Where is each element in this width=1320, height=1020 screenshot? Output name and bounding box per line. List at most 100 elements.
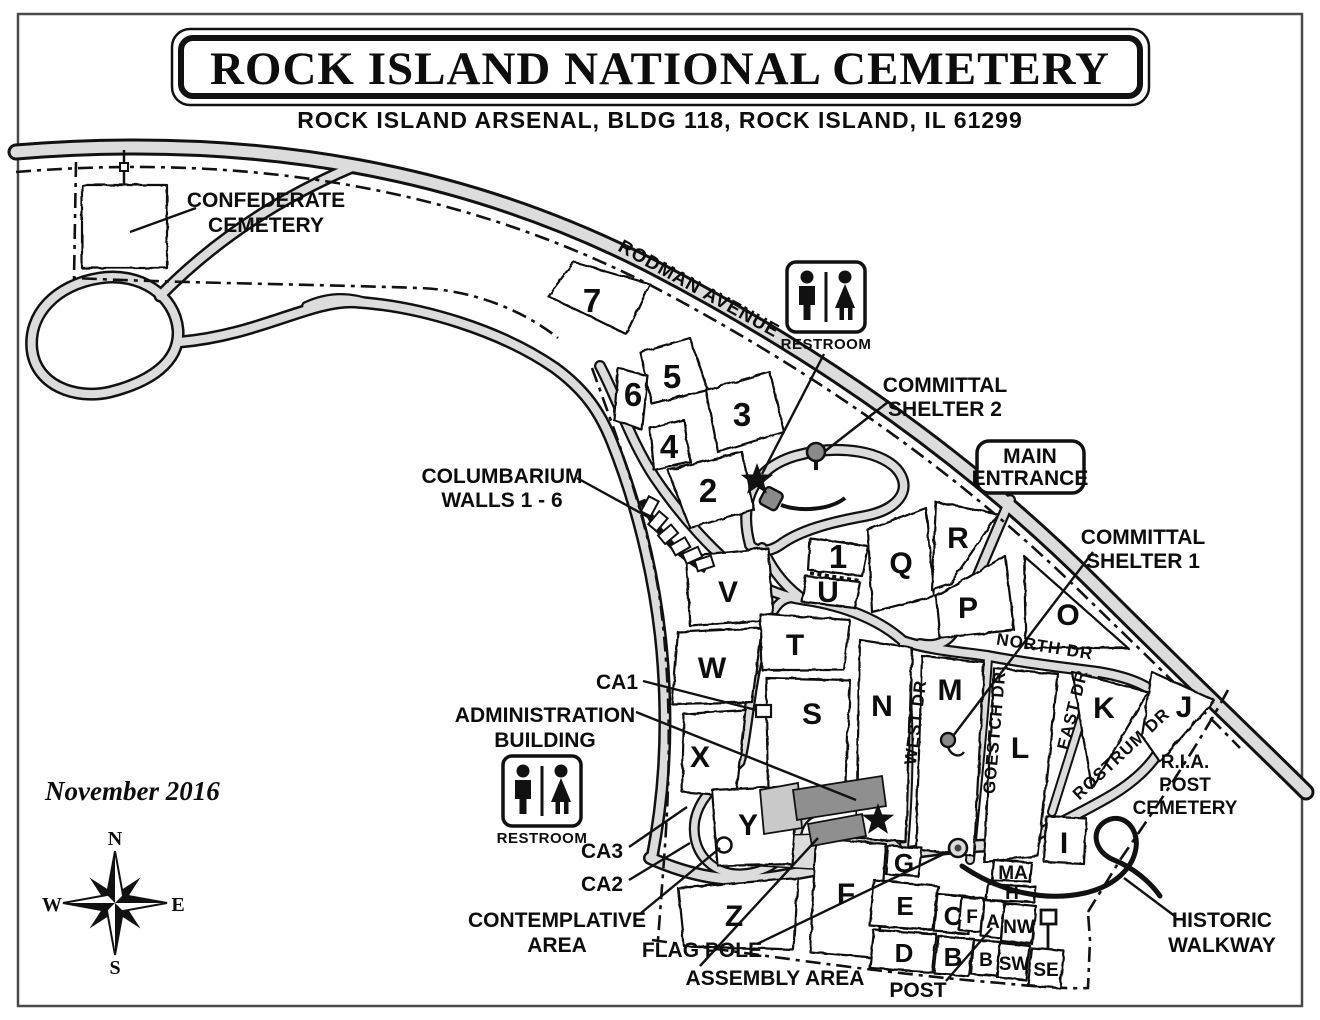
section-u[interactable] bbox=[800, 574, 862, 610]
section-7[interactable] bbox=[546, 260, 652, 336]
section-nw-post[interactable] bbox=[999, 901, 1038, 946]
label-historic-line1: HISTORIC bbox=[1172, 909, 1272, 932]
label-historic-line2: WALKWAY bbox=[1168, 934, 1276, 957]
label-ria-line2: POST bbox=[1159, 775, 1211, 796]
label-section-m: M bbox=[938, 674, 963, 707]
section-labels: 7 5 6 4 3 2 1 U Q R P O V W T S N M L K … bbox=[583, 282, 1193, 981]
label-section-r: R bbox=[947, 522, 969, 555]
title-block: ROCK ISLAND NATIONAL CEMETERY ROCK ISLAN… bbox=[170, 27, 1151, 133]
label-assembly-area: ASSEMBLY AREA bbox=[686, 967, 865, 990]
compass-west-label: W bbox=[42, 894, 62, 916]
section-q[interactable] bbox=[866, 506, 936, 614]
section-b[interactable] bbox=[932, 934, 976, 978]
label-section-u: U bbox=[817, 576, 839, 609]
flag-pole-center bbox=[954, 844, 962, 852]
leader-lines bbox=[129, 206, 1177, 982]
section-sw-post[interactable] bbox=[995, 941, 1032, 982]
label-main-entrance-line1: MAIN bbox=[1003, 445, 1057, 468]
label-section-t: T bbox=[786, 629, 804, 662]
columbarium-walls[interactable] bbox=[639, 494, 716, 573]
section-k[interactable] bbox=[1070, 670, 1150, 790]
section-o[interactable] bbox=[1022, 554, 1130, 650]
section-e[interactable] bbox=[868, 878, 940, 932]
section-z[interactable] bbox=[676, 876, 800, 952]
section-1u-divider bbox=[809, 571, 863, 583]
section-2[interactable] bbox=[666, 450, 756, 530]
section-i[interactable] bbox=[1042, 814, 1088, 866]
ca1-structure[interactable] bbox=[754, 703, 773, 719]
label-section-c: C bbox=[944, 901, 963, 931]
label-section-l: L bbox=[1011, 732, 1029, 765]
section-w[interactable] bbox=[670, 626, 764, 706]
section-r[interactable] bbox=[930, 500, 1000, 592]
admin-building-annex[interactable] bbox=[806, 812, 868, 848]
label-confederate-line1: CONFEDERATE bbox=[187, 189, 345, 212]
label-section-v: V bbox=[718, 576, 738, 609]
label-section-b: B bbox=[944, 942, 963, 972]
label-section-g: G bbox=[894, 848, 914, 878]
label-flag-pole: FLAG POLE bbox=[642, 939, 762, 962]
label-main-entrance-line2: ENTRANCE bbox=[972, 467, 1089, 490]
property-boundary bbox=[15, 161, 1241, 990]
restroom-label-north: RESTROOM bbox=[781, 336, 872, 353]
admin-building-main[interactable] bbox=[791, 774, 888, 822]
shelter1-walk bbox=[946, 746, 965, 757]
admin-building-wing[interactable] bbox=[759, 781, 803, 836]
label-section-y: Y bbox=[738, 809, 758, 842]
section-p[interactable] bbox=[934, 554, 1016, 640]
label-section-q: Q bbox=[889, 547, 912, 580]
structures bbox=[119, 150, 1163, 948]
section-j[interactable] bbox=[1140, 670, 1216, 764]
label-section-x: X bbox=[690, 741, 710, 774]
section-d[interactable] bbox=[868, 928, 938, 974]
compass-shading bbox=[63, 851, 167, 955]
label-section-p: P bbox=[958, 592, 978, 625]
label-section-5: 5 bbox=[663, 358, 681, 395]
label-section-o: O bbox=[1056, 599, 1079, 632]
label-committal2-line2: SHELTER 2 bbox=[888, 398, 1002, 421]
section-4[interactable] bbox=[648, 418, 692, 472]
label-section-2: 2 bbox=[699, 472, 717, 509]
label-section-se: SE bbox=[1033, 960, 1058, 981]
label-section-sw: SW bbox=[999, 954, 1030, 975]
main-entrance-sign: MAIN ENTRANCE bbox=[972, 439, 1089, 495]
label-ca1: CA1 bbox=[596, 671, 638, 694]
restroom-label-admin: RESTROOM bbox=[497, 830, 588, 847]
committal-shelter-2-building[interactable] bbox=[758, 486, 784, 512]
label-ca2: CA2 bbox=[581, 873, 623, 896]
historic-walkway-path[interactable] bbox=[959, 815, 1163, 899]
confederate-cemetery-plot[interactable] bbox=[80, 183, 169, 270]
callout-labels: CONFEDERATE CEMETERY COLUMBARIUM WALLS 1… bbox=[44, 189, 1276, 1002]
section-1[interactable] bbox=[806, 536, 870, 578]
label-section-i: I bbox=[1060, 827, 1068, 860]
label-committal1-line2: SHELTER 1 bbox=[1086, 550, 1200, 573]
section-ma-post[interactable] bbox=[990, 858, 1034, 884]
compass-south-label: S bbox=[109, 957, 120, 979]
restroom-sign-admin: RESTROOM bbox=[497, 754, 588, 847]
label-ria-line3: CEMETERY bbox=[1133, 798, 1238, 819]
label-columbarium-line2: WALLS 1 - 6 bbox=[441, 489, 562, 512]
section-m[interactable] bbox=[914, 654, 986, 858]
section-l[interactable] bbox=[982, 666, 1060, 864]
label-section-a: A bbox=[986, 912, 1000, 933]
label-committal1-line1: COMMITTAL bbox=[1081, 526, 1206, 549]
compass-north-label: N bbox=[108, 828, 123, 850]
post-flag-icon bbox=[1039, 908, 1058, 926]
label-section-7: 7 bbox=[583, 282, 601, 319]
label-ca3: CA3 bbox=[581, 840, 623, 863]
section-6[interactable] bbox=[612, 366, 650, 432]
committal-shelter-2-marker[interactable] bbox=[805, 441, 827, 463]
label-section-n: N bbox=[871, 690, 893, 723]
page-subtitle: ROCK ISLAND ARSENAL, BLDG 118, ROCK ISLA… bbox=[297, 107, 1023, 133]
label-section-k: K bbox=[1093, 692, 1115, 725]
label-administration-line2: BUILDING bbox=[494, 729, 596, 752]
section-h-post[interactable] bbox=[984, 882, 1038, 904]
label-section-j: J bbox=[1176, 691, 1193, 724]
section-t[interactable] bbox=[758, 612, 852, 672]
label-post: POST bbox=[889, 979, 946, 1002]
label-section-h: H bbox=[1005, 883, 1019, 904]
shelter2-walk bbox=[780, 496, 847, 511]
section-se-post[interactable] bbox=[1026, 946, 1066, 990]
section-s[interactable] bbox=[764, 676, 852, 794]
